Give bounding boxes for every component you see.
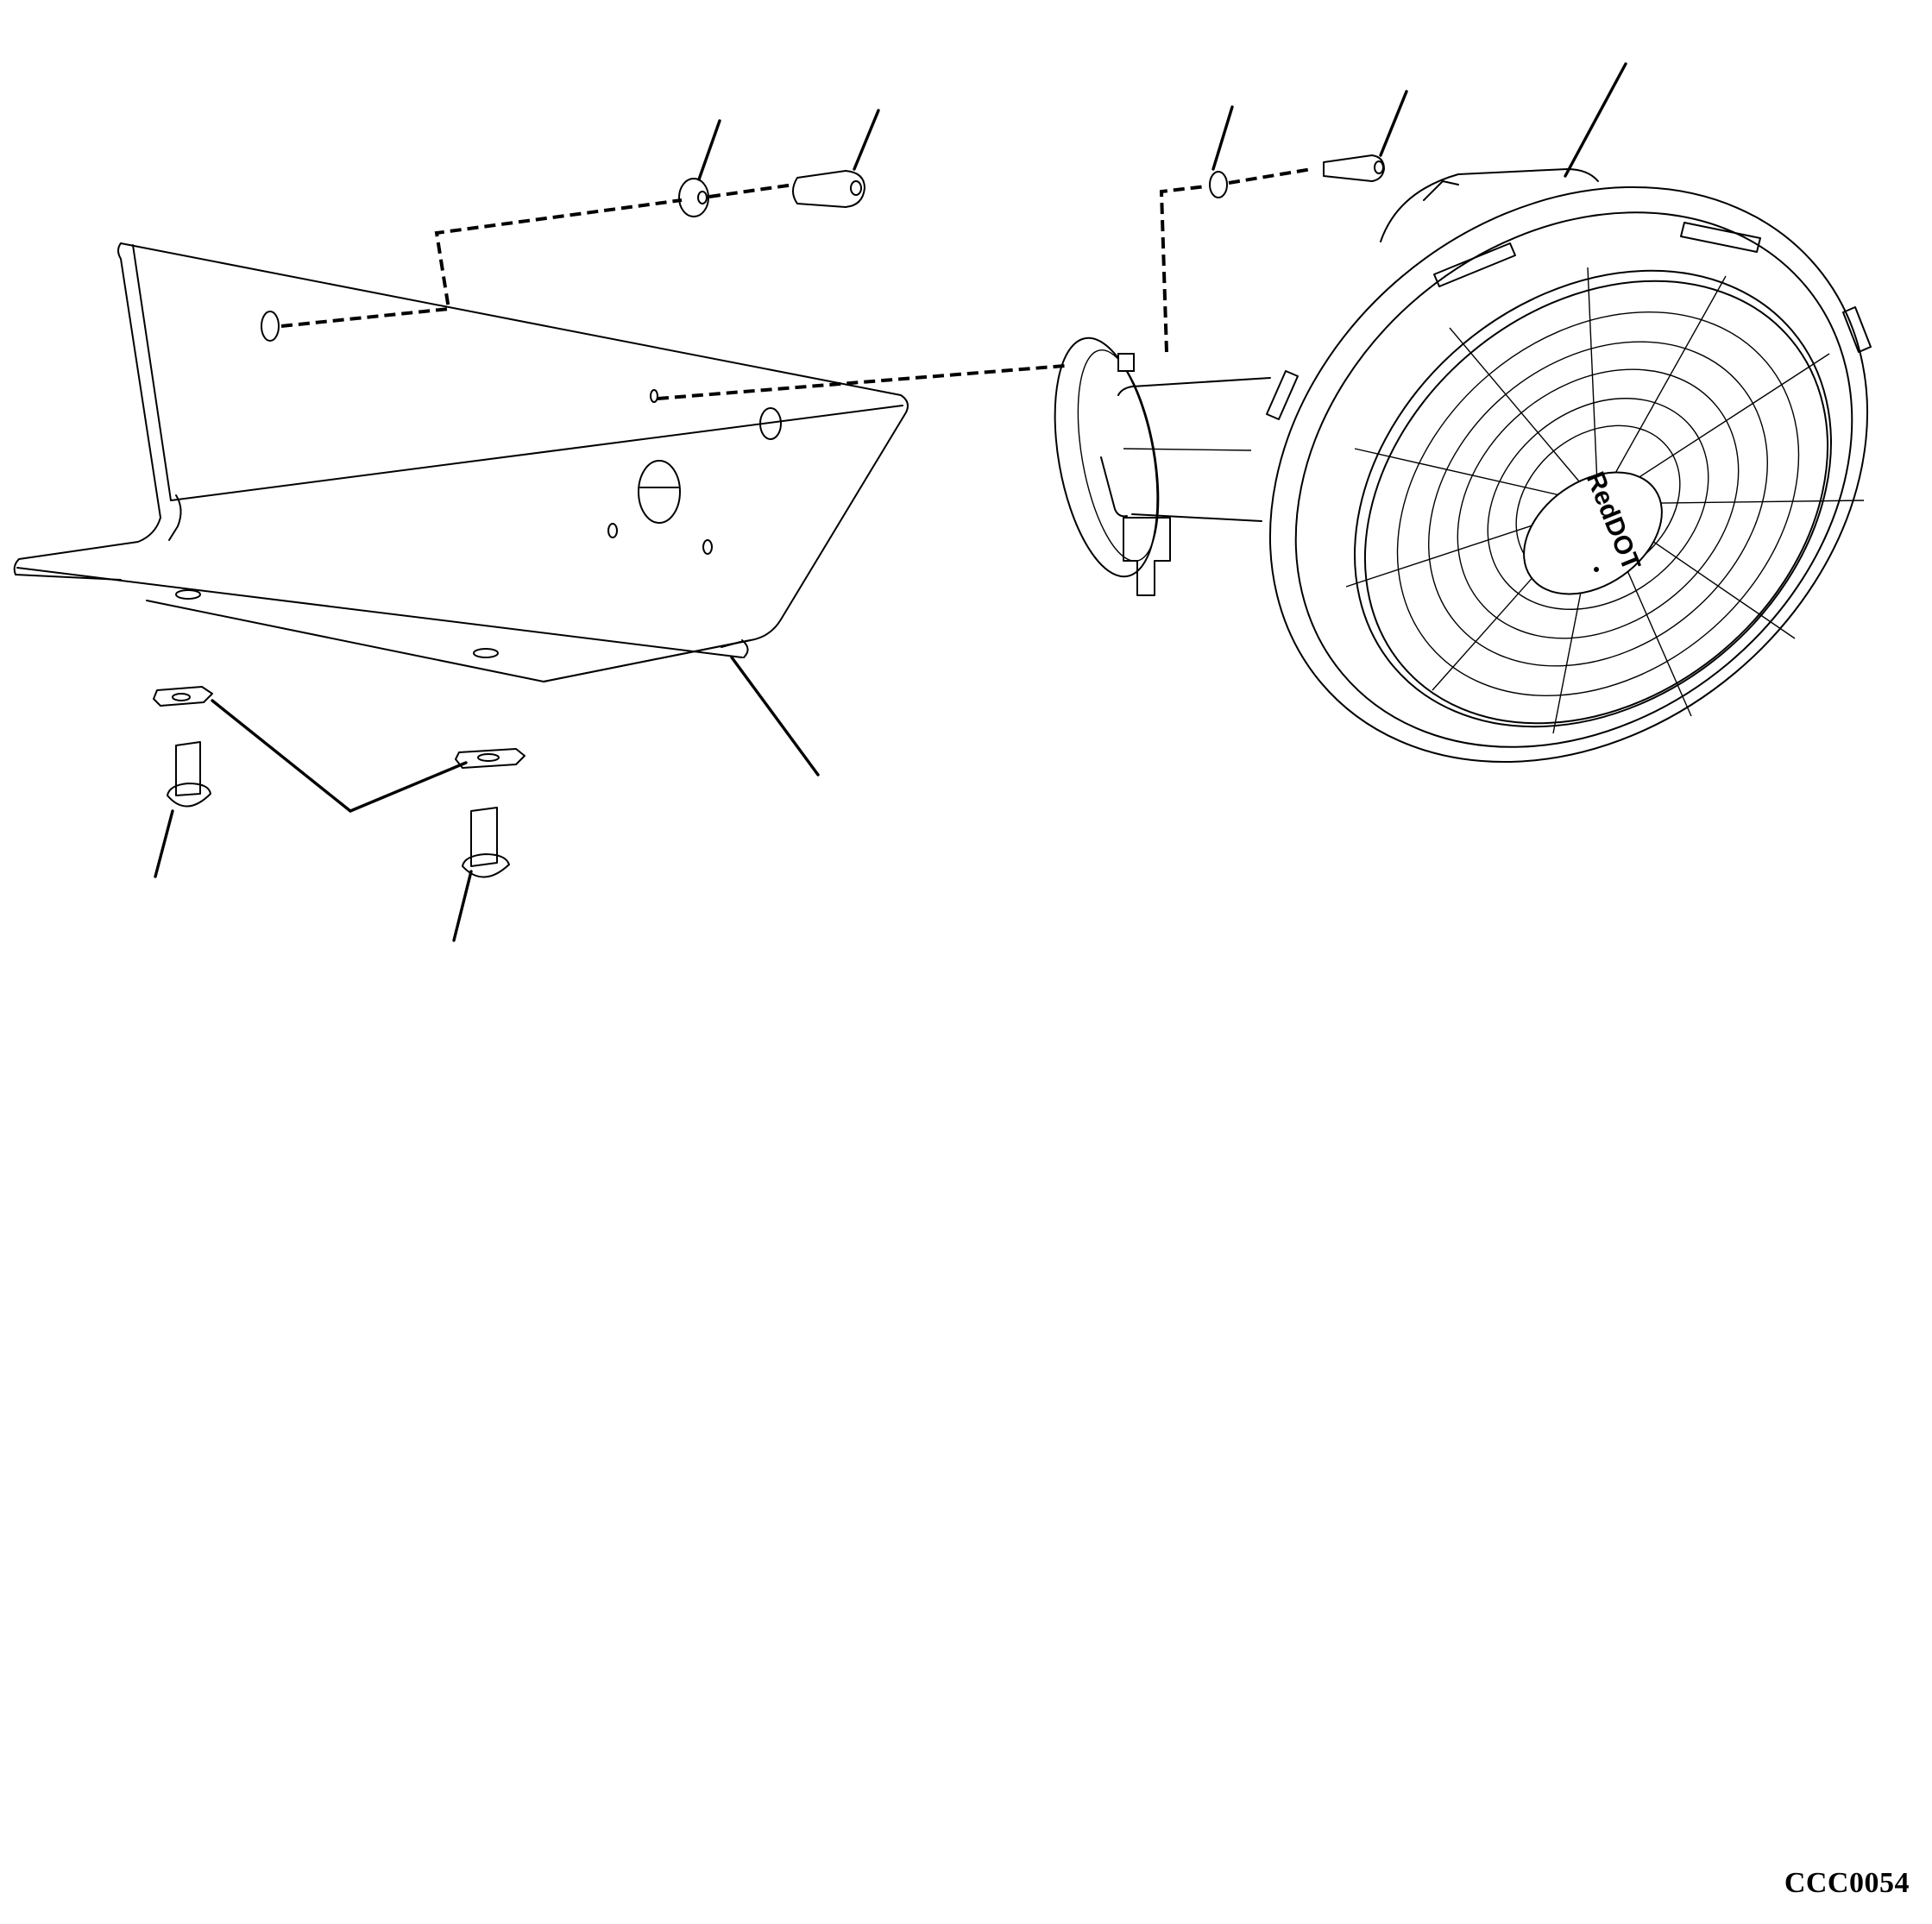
bottom-bolt-right (462, 807, 510, 878)
fan-screw (1323, 154, 1385, 182)
fan-washer (1209, 171, 1228, 198)
bottom-bolt-left (167, 741, 211, 808)
figure-code: CCC0054 (1784, 1867, 1910, 1899)
bottom-nut-right (455, 748, 525, 769)
top-screw (792, 170, 865, 208)
bottom-nut-left (153, 686, 213, 707)
top-washer (678, 178, 709, 217)
assembly-guide-lines (280, 167, 1312, 400)
mounting-bracket (13, 242, 909, 682)
callout-leaders (154, 62, 1627, 942)
fan-assembly: RedDOT (1054, 168, 1872, 764)
